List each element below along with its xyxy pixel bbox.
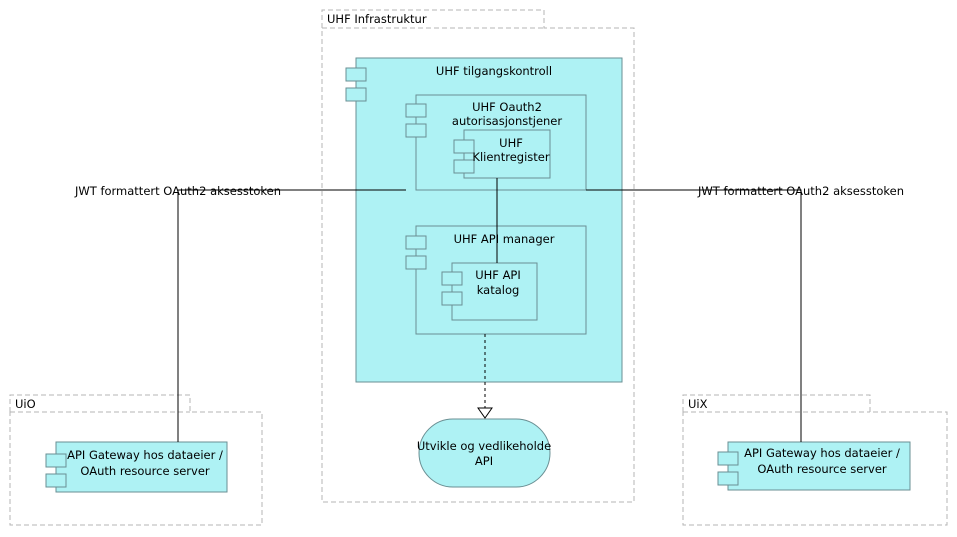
component-icon <box>45 473 67 488</box>
component-icon <box>717 451 739 466</box>
component-icon <box>453 139 475 154</box>
group-title-uio: UiO <box>15 397 36 411</box>
component-icon <box>453 159 475 174</box>
label-api-manager: UHF API manager <box>454 232 555 246</box>
component-icon <box>717 471 739 486</box>
label-process-line1: Utvikle og vedlikeholde <box>417 439 551 453</box>
component-icon <box>345 87 367 102</box>
arrowhead-icon <box>477 407 493 419</box>
process-utvikle-og-vedlikeholde-api[interactable]: Utvikle og vedlikeholde API <box>417 418 551 488</box>
label-process-line2: API <box>475 454 493 468</box>
label-oauth-line2: autorisasjonstjener <box>452 114 562 128</box>
label-uix-gateway-line2: OAuth resource server <box>757 462 887 476</box>
label-tilgangskontroll: UHF tilgangskontroll <box>436 64 552 78</box>
component-uio-api-gateway[interactable]: API Gateway hos dataeier / OAuth resourc… <box>45 441 228 493</box>
label-klientregister-line2: Klientregister <box>472 150 549 164</box>
label-api-katalog-line2: katalog <box>477 283 520 297</box>
component-icon <box>405 103 427 118</box>
connector-uio-to-oauth[interactable] <box>177 189 406 442</box>
relation-label-right: JWT formattert OAuth2 aksesstoken <box>697 184 904 198</box>
component-icon <box>441 271 463 286</box>
label-klientregister-line1: UHF <box>499 136 523 150</box>
label-api-katalog-line1: UHF API <box>475 268 521 282</box>
group-title-uix: UiX <box>688 397 708 411</box>
label-uix-gateway-line1: API Gateway hos dataeier / <box>744 446 900 460</box>
component-uhf-api-katalog[interactable]: UHF API katalog <box>441 262 538 321</box>
label-uio-gateway-line1: API Gateway hos dataeier / <box>67 448 223 462</box>
relation-label-left: JWT formattert OAuth2 aksesstoken <box>74 184 281 198</box>
component-icon <box>45 453 67 468</box>
component-icon <box>345 67 367 82</box>
label-uio-gateway-line2: OAuth resource server <box>80 464 210 478</box>
component-icon <box>441 291 463 306</box>
component-uix-api-gateway[interactable]: API Gateway hos dataeier / OAuth resourc… <box>717 441 911 491</box>
group-title-infrastruktur: UHF Infrastruktur <box>327 12 427 26</box>
label-oauth-line1: UHF Oauth2 <box>472 100 542 114</box>
component-icon <box>405 123 427 138</box>
component-icon <box>405 235 427 250</box>
component-uhf-klientregister[interactable]: UHF Klientregister <box>453 129 551 179</box>
component-icon <box>405 255 427 270</box>
connector-oauth-to-uix[interactable] <box>586 189 802 442</box>
connector-api-manager-to-process[interactable] <box>477 334 493 419</box>
